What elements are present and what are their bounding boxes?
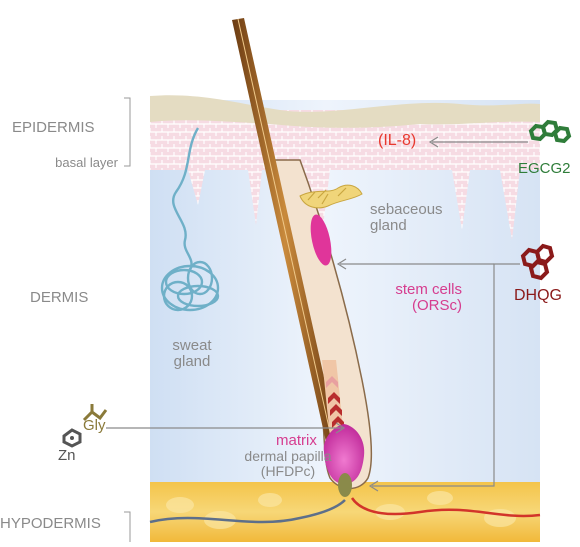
matrix-label: matrix [276,433,317,449]
stem-cells-line2: (ORSc) [372,298,462,314]
dermal-papilla-hfdpc [338,473,352,497]
hypodermis-label: HYPODERMIS [0,516,101,532]
zn-molecule-icon [64,430,80,446]
dermis-label: DERMIS [30,290,88,306]
dhqg-label: DHQG [514,288,562,305]
dermal-papilla-line1: dermal papilla [236,449,340,464]
zn-label: Zn [58,448,76,464]
egcg2-label: EGCG2 [518,161,571,177]
sweat-gland-line2: gland [164,354,220,370]
il8-label: (IL-8) [378,133,416,150]
layer-brackets [124,98,130,542]
dermal-papilla-line2: (HFDPc) [236,464,340,479]
sebaceous-gland-label: sebaceous gland [370,202,443,234]
basal-layer-label: basal layer [20,156,118,170]
epidermis-label: EPIDERMIS [12,120,95,136]
sebaceous-gland-line2: gland [370,218,443,234]
sebaceous-gland-line1: sebaceous [370,202,443,218]
gly-label: Gly [83,418,106,434]
stem-cells-label: stem cells (ORSc) [372,282,462,314]
sweat-gland-line1: sweat [164,338,220,354]
sweat-gland-label: sweat gland [164,338,220,370]
dermal-papilla-label: dermal papilla (HFDPc) [236,449,340,478]
stem-cells-line1: stem cells [372,282,462,298]
